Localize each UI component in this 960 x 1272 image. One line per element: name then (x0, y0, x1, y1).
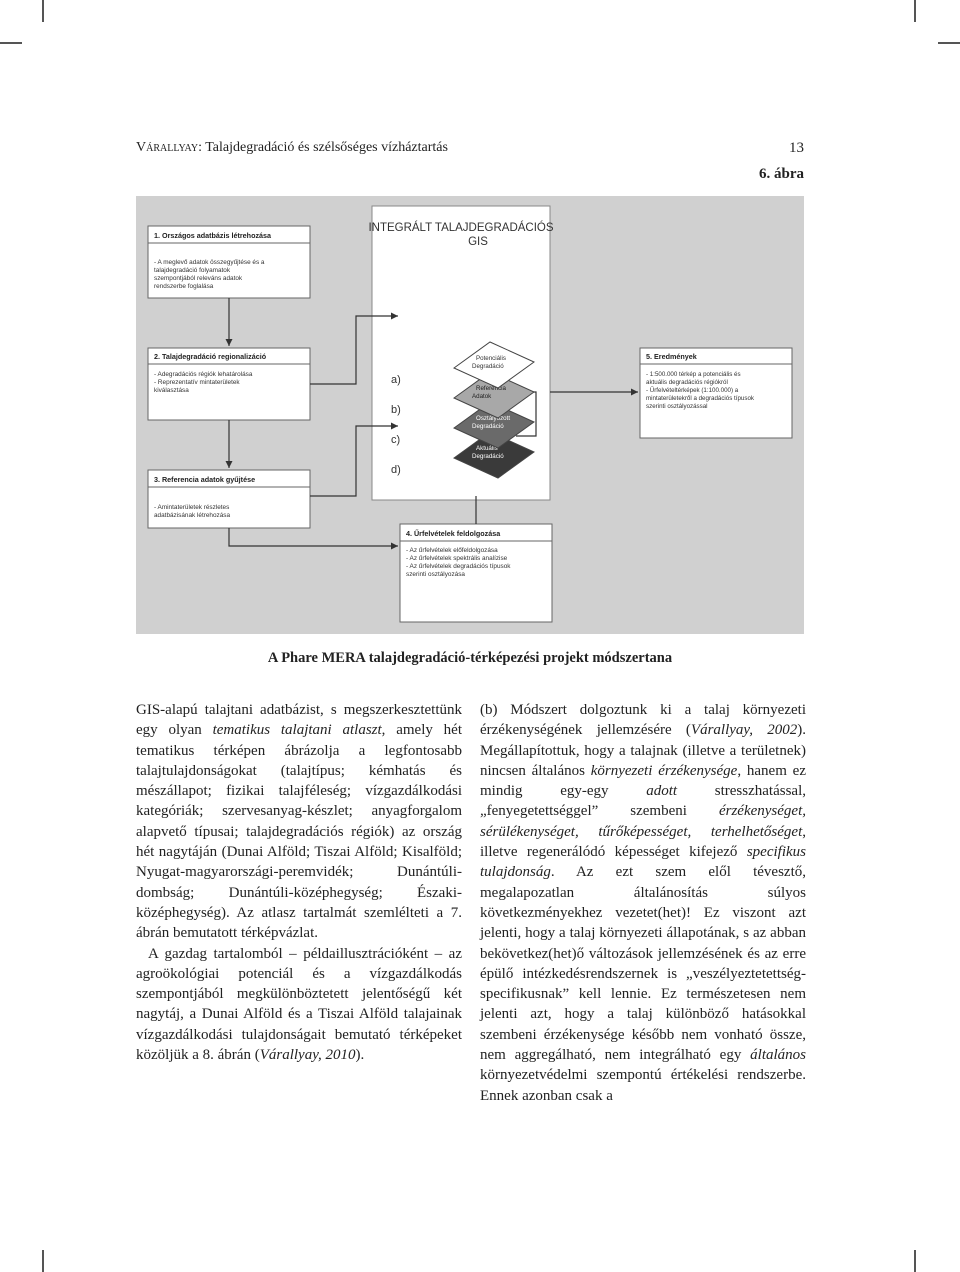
italic-text: érzékenységet, sérülékenységet, tűrőképe… (480, 803, 806, 840)
paragraph: GIS-alapú talajtani adatbázist, s megsze… (136, 700, 462, 944)
gis-layer-label: Osztályozott (476, 415, 510, 422)
gis-layer-label: Referencia (476, 385, 506, 392)
gis-title-2: GIS (468, 236, 488, 248)
gis-layer-label: Aktuális (476, 445, 498, 452)
text-run: stresszhatással, „fenyegetettséggel” sze… (480, 783, 806, 820)
text-run: GIS-alapú talajtani adatbázist, s megsze… (136, 702, 462, 739)
box-4-line: - Az űrfelvételek előfeldolgozása (406, 547, 498, 554)
box-5-line: szerinti osztályozással (646, 403, 708, 410)
box-2-line: kiválasztása (154, 387, 189, 394)
paragraph: A gazdag tartalomból – példaillusztráció… (136, 944, 462, 1066)
crop-mark (938, 42, 960, 44)
box-4-line: - Az űrfelvételek spektrális analízise (406, 555, 508, 562)
box-4-title: 4. Űrfelvételek feldolgozása (406, 529, 501, 538)
italic-text: Várallyay, 2010 (259, 1047, 356, 1064)
box-1-line: talajdegradáció folyamatok (154, 267, 231, 274)
box-1-line: rendszerbe foglalása (154, 283, 214, 290)
box-3-title: 3. Referencia adatok gyűjtése (154, 475, 255, 484)
box-2-title: 2. Talajdegradáció regionalizáció (154, 352, 267, 361)
box-5-line: - Űrfelvételtérképek (1:100.000) a (646, 387, 739, 394)
text-run: környezetvédelmi szempontú értékelési re… (480, 1067, 806, 1104)
layer-letter-c: c) (391, 434, 400, 446)
gis-layer-label: Degradáció (472, 423, 504, 430)
italic-text: általános (750, 1047, 806, 1064)
text-run: A gazdag tartalomból – példaillusztráció… (136, 945, 462, 1064)
box-5-title: 5. Eredmények (646, 352, 697, 361)
text-run: . Az ezt szem elől tévesztő, megalapozat… (480, 864, 806, 1064)
paragraph: (b) Módszert dolgoztunk ki a talaj körny… (480, 700, 806, 1106)
italic-text: tematikus talajtani atlaszt (212, 722, 382, 739)
italic-text: környezeti érzékenysége (590, 762, 738, 779)
box-1-database: 1. Országos adatbázis létrehozása - A me… (147, 225, 311, 299)
box-2-line: - Reprezentatív mintaterületek (154, 379, 240, 386)
figure: INTEGRÁLT TALAJDEGRADÁCIÓS GIS 1. Ország… (136, 196, 804, 634)
text-run: (b) Módszert dolgoztunk ki a talaj körny… (480, 702, 806, 739)
crop-mark (0, 42, 22, 44)
crop-mark (914, 1250, 916, 1272)
box-5-line: aktuális degradációs régiókról (646, 379, 728, 386)
gis-layer-shape (453, 401, 535, 449)
italic-text: adott (646, 783, 678, 800)
header-author: Várallyay: (136, 140, 202, 155)
gis-layer-label: Degradáció (472, 363, 504, 370)
box-4-line: szerinti osztályozása (406, 571, 465, 578)
text-run: , amely hét tematikus térképen ábrázolja… (136, 722, 462, 942)
italic-text: specifikus tulajdonság (480, 844, 806, 881)
text-run: , illetve regenerálódó képességet kifeje… (480, 823, 806, 861)
crop-mark (914, 0, 916, 22)
flowchart-diagram: INTEGRÁLT TALAJDEGRADÁCIÓS GIS 1. Ország… (147, 205, 793, 623)
figure-caption: A Phare MERA talajdegradáció-térképezési… (267, 650, 673, 666)
box-4-line: - Az űrfelvételek degradációs típusok (406, 563, 511, 570)
layer-letter-a: a) (391, 374, 401, 386)
box-2-line: - Adegradációs régiók lehatárolása (154, 371, 253, 378)
box-1-line: - A meglevő adatok összegyűjtése és a (154, 259, 265, 266)
gis-layer-stack: AktuálisDegradációOsztályozottDegradáció… (453, 341, 535, 479)
figure-number: 6. ábra (759, 166, 804, 182)
gis-title: INTEGRÁLT TALAJDEGRADÁCIÓS (368, 221, 553, 234)
connectors (225, 298, 638, 550)
layer-letter-b: b) (391, 404, 401, 416)
header-title: Talajdegradáció és szélsőséges vízháztar… (205, 140, 448, 155)
layer-letter-d: d) (391, 464, 401, 476)
box-5-line: - 1:500.000 térkép a potenciális és (646, 371, 741, 378)
box-3-line: - Amintaterületek részletes (154, 504, 229, 511)
crop-mark (42, 1250, 44, 1272)
gis-layer-shape (453, 371, 535, 419)
gis-layer-shape (453, 431, 535, 479)
gis-layer-label: Potenciális (476, 355, 506, 362)
box-1-title: 1. Országos adatbázis létrehozása (154, 231, 272, 240)
gis-layer-label: Adatok (472, 393, 492, 400)
right-column: (b) Módszert dolgoztunk ki a talaj körny… (480, 700, 806, 1106)
box-3-line: adatbázisának létrehozása (154, 512, 230, 519)
box-1-line: szempontjából releváns adatok (154, 275, 243, 282)
page-number: 13 (789, 140, 804, 156)
box-2-regionalization: 2. Talajdegradáció regionalizáció - Adeg… (147, 347, 311, 421)
box-5-results: 5. Eredmények - 1:500.000 térkép a poten… (639, 347, 793, 439)
crop-mark (42, 0, 44, 22)
box-3-reference-data: 3. Referencia adatok gyűjtése - Amintate… (147, 469, 311, 529)
text-run: , hanem ez mindig egy-egy (480, 762, 806, 800)
gis-layer-label: Degradáció (472, 453, 504, 460)
gis-layer-shape (453, 341, 535, 389)
left-column: GIS-alapú talajtani adatbázist, s megsze… (136, 700, 462, 1065)
text-run: ). Megállapítottuk, hogy a talajnak (ill… (480, 722, 806, 779)
text-run: ). (355, 1047, 365, 1064)
box-4-satellite-processing: 4. Űrfelvételek feldolgozása - Az űrfelv… (399, 523, 553, 623)
italic-text: Várallyay, 2002 (690, 722, 798, 739)
box-5-line: mintaterületekről a degradációs típusok (646, 395, 755, 402)
